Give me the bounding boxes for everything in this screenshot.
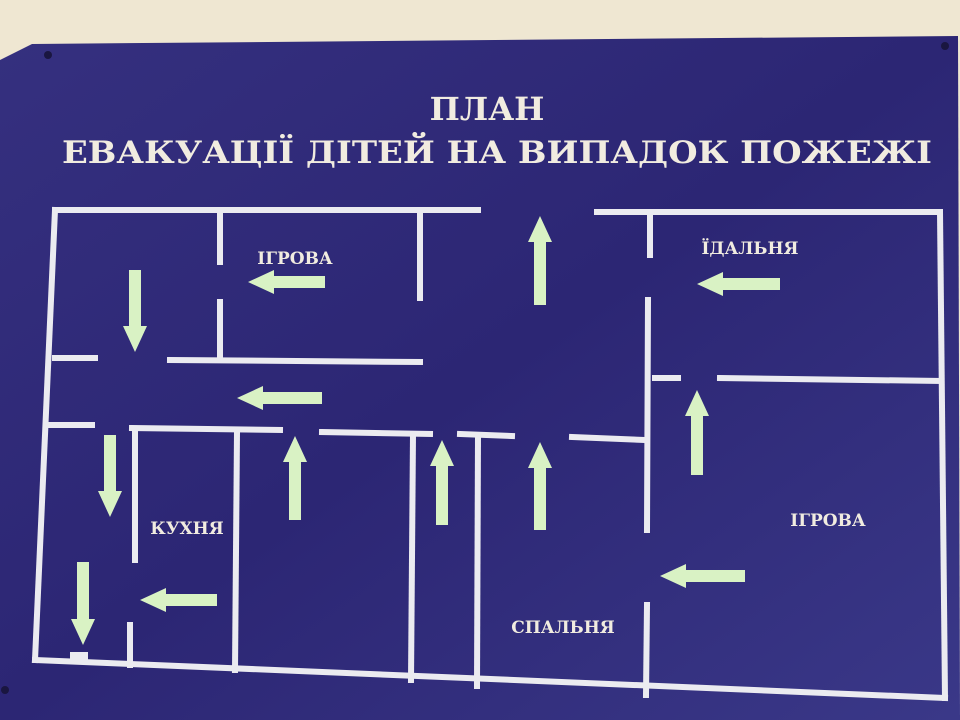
wall: [231, 428, 241, 674]
screw-icon: [44, 51, 52, 59]
wall: [643, 296, 652, 534]
evacuation-arrows: [71, 216, 780, 645]
arrow-left-icon: [660, 564, 745, 588]
wall: [936, 208, 949, 702]
screw-icon: [1, 686, 9, 694]
wall: [407, 430, 417, 684]
arrow-down-icon: [98, 435, 122, 517]
arrow-left-icon: [697, 272, 780, 296]
wall: [642, 601, 651, 699]
plan-title: ПЛАН: [430, 90, 545, 128]
wall: [456, 430, 516, 440]
arrow-up-icon: [430, 440, 454, 525]
room-label-kitchen: КУХНЯ: [150, 519, 224, 539]
wall: [166, 356, 424, 366]
plan-subtitle: ЕВАКУАЦІЇ ДІТЕЙ НА ВИПАДОК ПОЖЕЖІ: [62, 131, 932, 171]
wall: [568, 433, 649, 444]
wall: [473, 432, 482, 690]
arrow-up-icon: [685, 390, 709, 475]
floor-plan-walls: [31, 206, 949, 702]
arrow-up-icon: [528, 442, 552, 530]
arrow-down-icon: [123, 270, 147, 352]
room-label-playroom-right: ІГРОВА: [790, 511, 866, 531]
arrow-left-icon: [248, 270, 325, 294]
wall: [128, 424, 284, 434]
wall: [31, 656, 949, 702]
screw-icon: [941, 42, 949, 50]
arrow-up-icon: [528, 216, 552, 305]
room-label-bedroom: СПАЛЬНЯ: [511, 618, 615, 638]
arrow-up-icon: [283, 436, 307, 520]
wall: [31, 206, 59, 664]
arrow-left-icon: [237, 386, 322, 410]
wall: [716, 374, 944, 385]
arrow-down-icon: [71, 562, 95, 645]
room-label-dining: ЇДАЛЬНЯ: [701, 238, 798, 259]
room-label-playroom-top: ІГРОВА: [257, 249, 333, 269]
exit-marker: [70, 652, 88, 664]
arrow-left-icon: [140, 588, 217, 612]
